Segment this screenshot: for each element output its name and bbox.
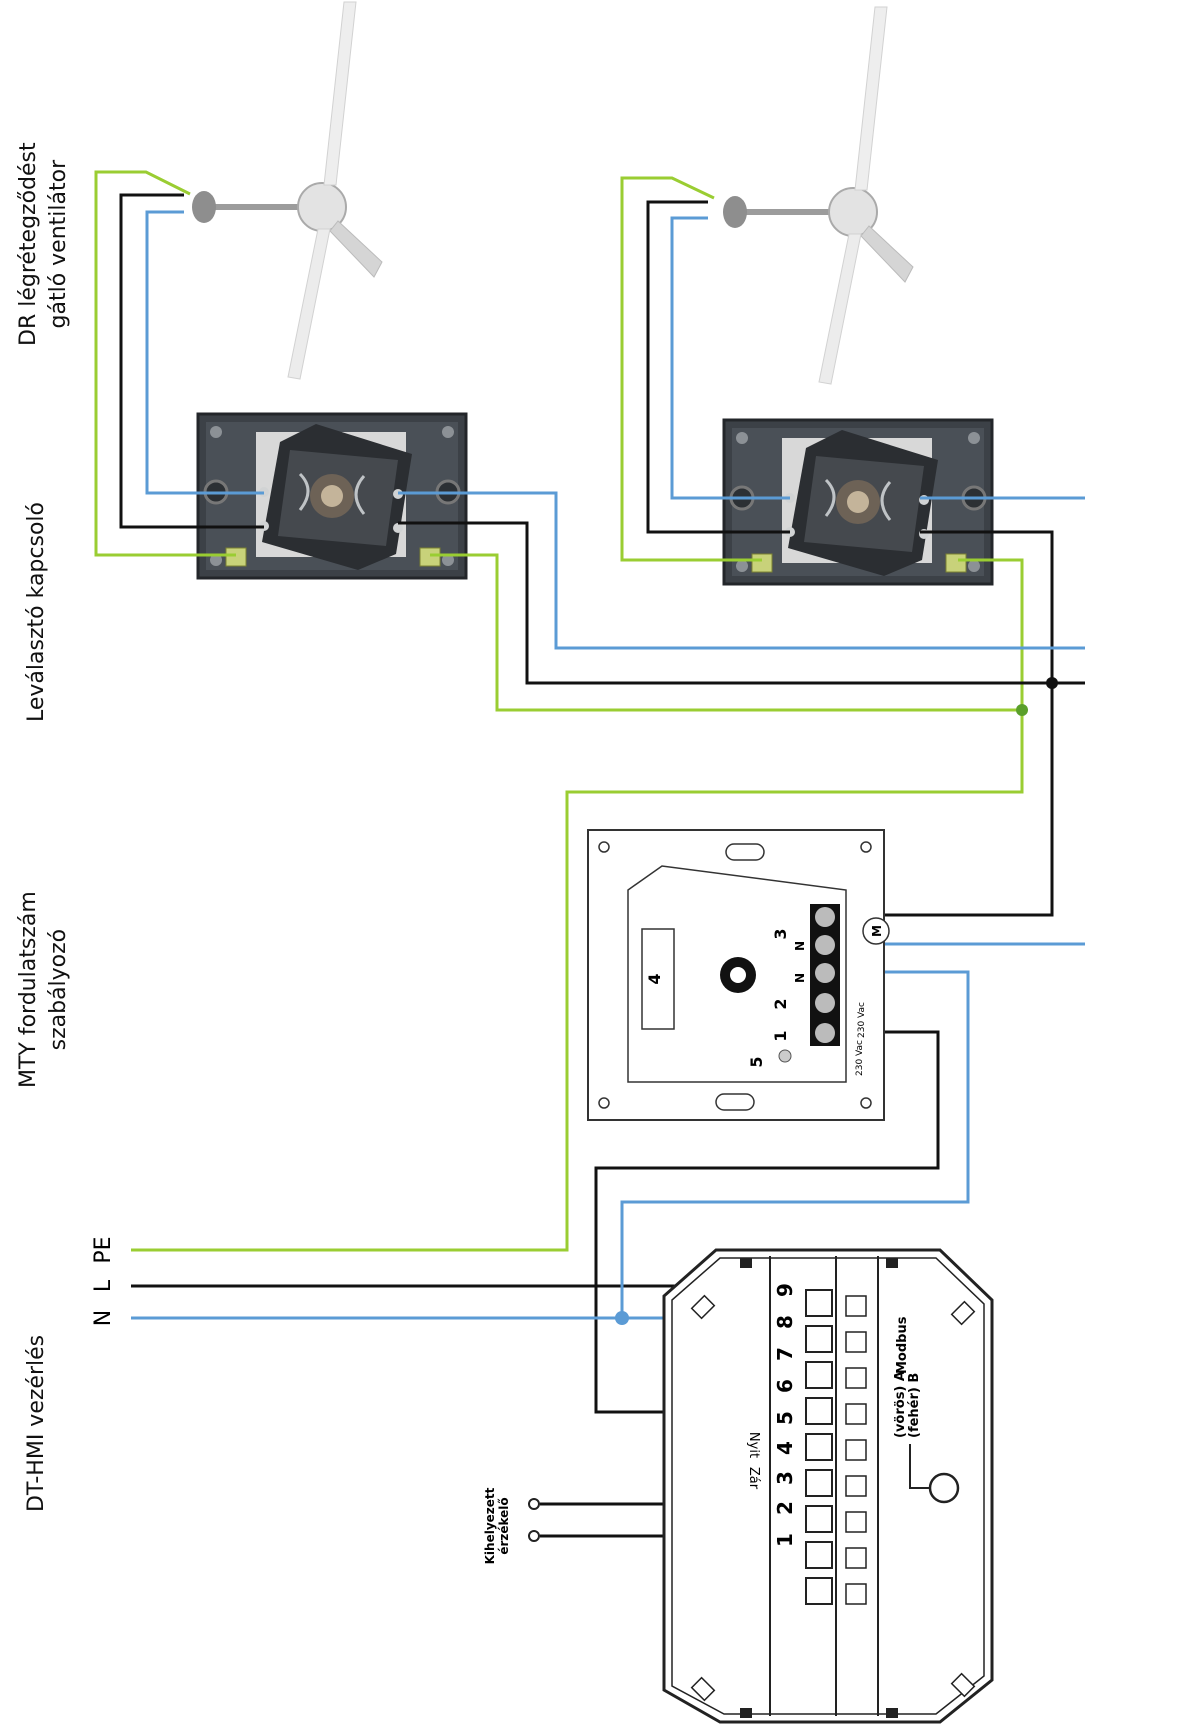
isolator-switch-2 <box>722 418 994 586</box>
regulator-neutral-mark-2: N <box>793 941 807 951</box>
controller-terminal-4: 4 <box>773 1441 797 1455</box>
supply-label-pe: PE <box>91 1236 116 1263</box>
regulator-terminal-1: 1 <box>771 1030 790 1041</box>
sensor-label-line1: Kihelyezett <box>483 1487 497 1564</box>
modbus-b-label: (fehér) B <box>907 1373 922 1438</box>
supply-label-n: N <box>91 1310 116 1326</box>
regulator-neutral-mark-1: N <box>793 973 807 983</box>
pe-junction-dot <box>1016 704 1028 716</box>
voltage-label-2: 230 Vac <box>855 1040 865 1076</box>
sensor-label-line2: érzékelő <box>497 1497 511 1554</box>
controller-terminal-2: 2 <box>773 1501 797 1515</box>
regulator-panel-number: 4 <box>645 973 664 984</box>
l-junction-dot <box>1046 677 1058 689</box>
regulator-screw-number: 5 <box>747 1056 766 1067</box>
controller-terminal-7: 7 <box>773 1347 797 1361</box>
controller-terminal-5: 5 <box>773 1411 797 1425</box>
motor-symbol: M <box>870 925 884 937</box>
close-label: Zár <box>746 1467 761 1490</box>
sensor-terminal-2 <box>528 1530 540 1542</box>
mty-regulator: 4 5 1 2 3 N N M 230 Vac 230 Vac <box>587 829 890 1121</box>
supply-label-l: L <box>91 1279 116 1292</box>
open-label: Nyit <box>746 1432 761 1458</box>
adjust-screw-icon <box>778 1049 792 1063</box>
n-junction-dot <box>615 1311 629 1325</box>
modbus-cable <box>909 1444 930 1489</box>
ceiling-fan-2 <box>722 6 914 385</box>
modbus-label: Modbus <box>895 1316 910 1374</box>
regulator-terminal-3: 3 <box>771 928 790 939</box>
motor-icon <box>862 917 890 945</box>
controller-terminal-6: 6 <box>773 1379 797 1393</box>
modbus-a-label: (vörös) A <box>893 1371 908 1438</box>
controller-terminal-9: 9 <box>773 1283 797 1297</box>
voltage-label-1: 230 Vac <box>857 1002 867 1038</box>
regulator-terminal-2: 2 <box>771 998 790 1009</box>
controller-terminal-1: 1 <box>773 1533 797 1547</box>
controller-terminal-3: 3 <box>773 1471 797 1485</box>
controller-terminal-8: 8 <box>773 1315 797 1329</box>
isolator-switch-1 <box>196 412 468 580</box>
modbus-connector-icon <box>928 1472 960 1504</box>
dt-hmi-controller: 9 8 7 6 5 4 3 2 1 Nyit Zár (vörös) A (fe… <box>662 1248 994 1724</box>
pe-wires <box>94 170 1024 1252</box>
controller-terminal-block <box>805 1289 833 1605</box>
sensor-terminal-1 <box>528 1498 540 1510</box>
n-wires <box>131 210 1085 1320</box>
ceiling-fan-1 <box>191 1 383 380</box>
